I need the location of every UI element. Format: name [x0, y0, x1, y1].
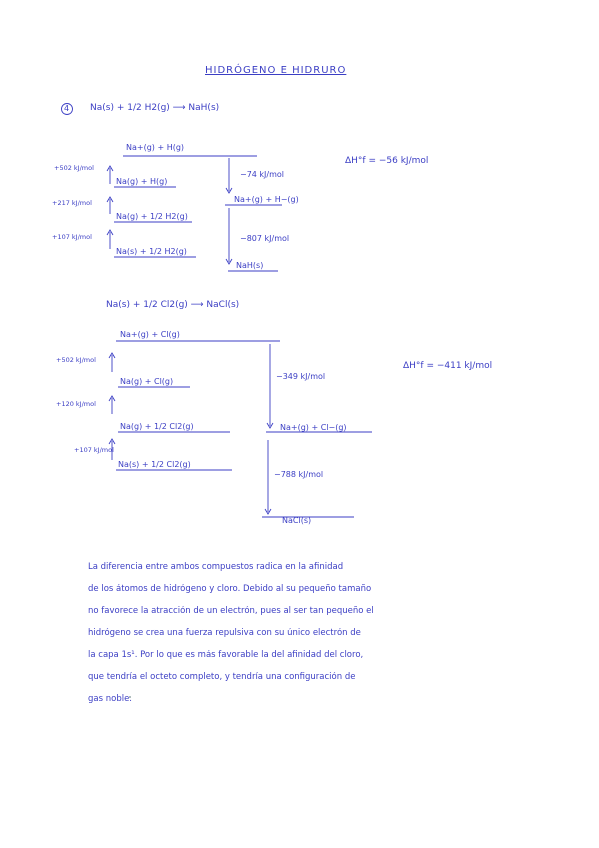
- step-label: +502 kJ/mol: [54, 164, 94, 172]
- paragraph-line: gas noble.: [88, 694, 133, 704]
- paragraph-line: la capa 1s¹. Por lo que es más favorable…: [88, 650, 364, 660]
- level-bottom: Na(s) + 1/2 Cl2(g): [118, 460, 191, 469]
- level-ions: Na+(g) + Cl−(g): [280, 423, 347, 432]
- level: Na(g) + Cl(g): [120, 377, 174, 386]
- paragraph-line: de los átomos de hidrógeno y cloro. Debi…: [88, 584, 372, 594]
- enthalpy-nah: ΔH°f = −56 kJ/mol: [345, 156, 429, 166]
- paragraph-line: no favorece la atracción de un electrón,…: [88, 606, 374, 616]
- step-label: −349 kJ/mol: [276, 372, 326, 381]
- level-top: Na+(g) + H(g): [126, 143, 185, 152]
- explanation-paragraph: La diferencia entre ambos compuestos rad…: [88, 562, 520, 716]
- level: Na(g) + 1/2 Cl2(g): [120, 422, 194, 431]
- level: Na(g) + H(g): [116, 177, 168, 186]
- step-label: +217 kJ/mol: [52, 199, 92, 207]
- equation-nacl: Na(s) + 1/2 Cl2(g) ⟶ NaCl(s): [106, 300, 240, 310]
- step-label: +107 kJ/mol: [74, 446, 114, 454]
- enthalpy-nacl: ΔH°f = −411 kJ/mol: [403, 361, 493, 371]
- step-label: −788 kJ/mol: [274, 470, 324, 479]
- level-bottom: Na(s) + 1/2 H2(g): [116, 247, 187, 256]
- step-label: +107 kJ/mol: [52, 233, 92, 241]
- equation-nah: Na(s) + 1/2 H2(g) ⟶ NaH(s): [90, 103, 220, 113]
- product-nacl: NaCl(s): [282, 516, 312, 525]
- level-top: Na+(g) + Cl(g): [120, 330, 180, 339]
- level: Na(g) + 1/2 H2(g): [116, 212, 188, 221]
- step-label: −74 kJ/mol: [240, 170, 285, 179]
- level-ions: Na+(g) + H−(g): [234, 195, 299, 204]
- step-label: +502 kJ/mol: [56, 356, 96, 364]
- paragraph-line: hidrógeno se crea una fuerza repulsiva c…: [88, 628, 361, 638]
- product-nah: NaH(s): [236, 261, 264, 270]
- paragraph-line: que tendría el octeto completo, y tendrí…: [88, 672, 356, 682]
- step-label: +120 kJ/mol: [56, 400, 96, 408]
- stray-dot: [129, 696, 131, 698]
- step-label: −807 kJ/mol: [240, 234, 290, 243]
- paragraph-line: La diferencia entre ambos compuestos rad…: [88, 562, 344, 572]
- page-title: HIDRÓGENO E HIDRURO: [205, 65, 347, 76]
- item-marker: 4: [64, 104, 70, 113]
